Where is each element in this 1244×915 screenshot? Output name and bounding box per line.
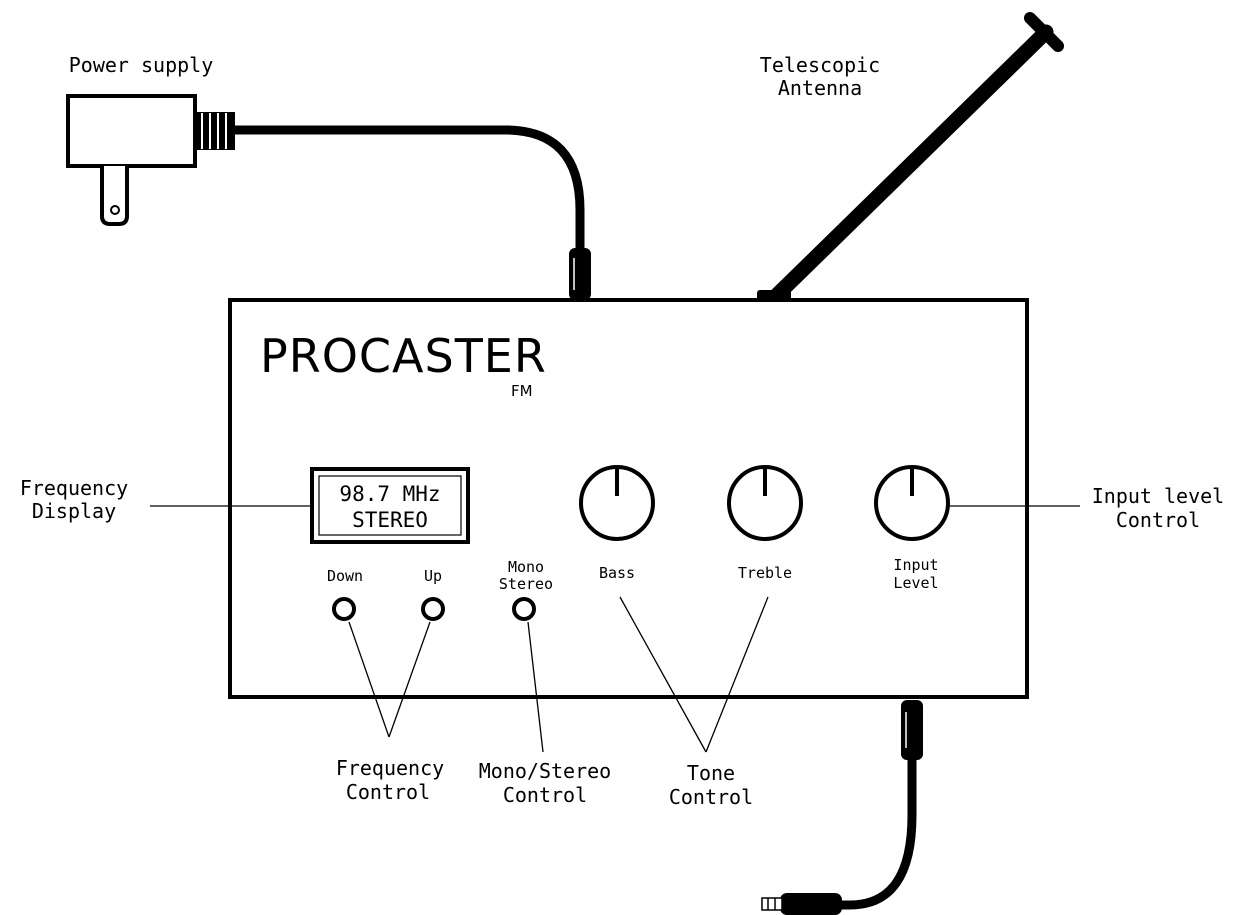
power-supply-label: Power supply <box>69 53 214 77</box>
input-level-control-label-line2: Control <box>1116 508 1200 532</box>
power-supply-adapter <box>66 94 235 226</box>
frequency-down-leader <box>348 621 390 738</box>
input-level-label-line1: Input <box>893 556 938 574</box>
bass-leader <box>619 596 707 753</box>
treble-knob[interactable] <box>727 465 803 541</box>
display-mode: STEREO <box>352 508 428 532</box>
bass-label: Bass <box>599 564 635 582</box>
mono-stereo-leader <box>527 621 544 753</box>
input-level-label-line2: Level <box>893 574 938 592</box>
tone-control-label-line2: Control <box>669 785 753 809</box>
brand-name: PROCASTER <box>260 329 547 383</box>
down-label: Down <box>327 567 363 585</box>
display-frequency: 98.7 MHz <box>339 482 440 506</box>
frequency-up-leader <box>388 621 431 738</box>
treble-label: Treble <box>738 564 792 582</box>
audio-jack-plug <box>761 897 783 911</box>
mono-stereo-button[interactable] <box>512 597 536 621</box>
tone-control-label-line1: Tone <box>687 761 735 785</box>
power-cable <box>235 125 591 300</box>
stereo-label: Stereo <box>499 575 553 593</box>
frequency-display: 98.7 MHz STEREO <box>310 467 470 544</box>
treble-leader <box>705 596 769 753</box>
frequency-control-label-line2: Control <box>346 780 430 804</box>
up-label: Up <box>424 567 442 585</box>
mono-label: Mono <box>508 558 544 576</box>
audio-cable <box>761 700 923 915</box>
frequency-display-label-line1: Frequency <box>20 476 128 500</box>
mono-stereo-control-label-line2: Control <box>503 783 587 807</box>
brand-sub: FM <box>511 382 533 400</box>
frequency-display-label-line2: Display <box>32 499 116 523</box>
frequency-up-button[interactable] <box>421 597 445 621</box>
antenna-label-line1: Telescopic <box>760 53 880 77</box>
input-level-knob[interactable] <box>874 465 950 541</box>
frequency-down-button[interactable] <box>332 597 356 621</box>
antenna-label-line2: Antenna <box>778 76 862 100</box>
input-level-control-label-line1: Input level <box>1092 484 1224 508</box>
bass-knob[interactable] <box>579 465 655 541</box>
frequency-control-label-line1: Frequency <box>336 756 444 780</box>
mono-stereo-control-label-line1: Mono/Stereo <box>479 759 611 783</box>
